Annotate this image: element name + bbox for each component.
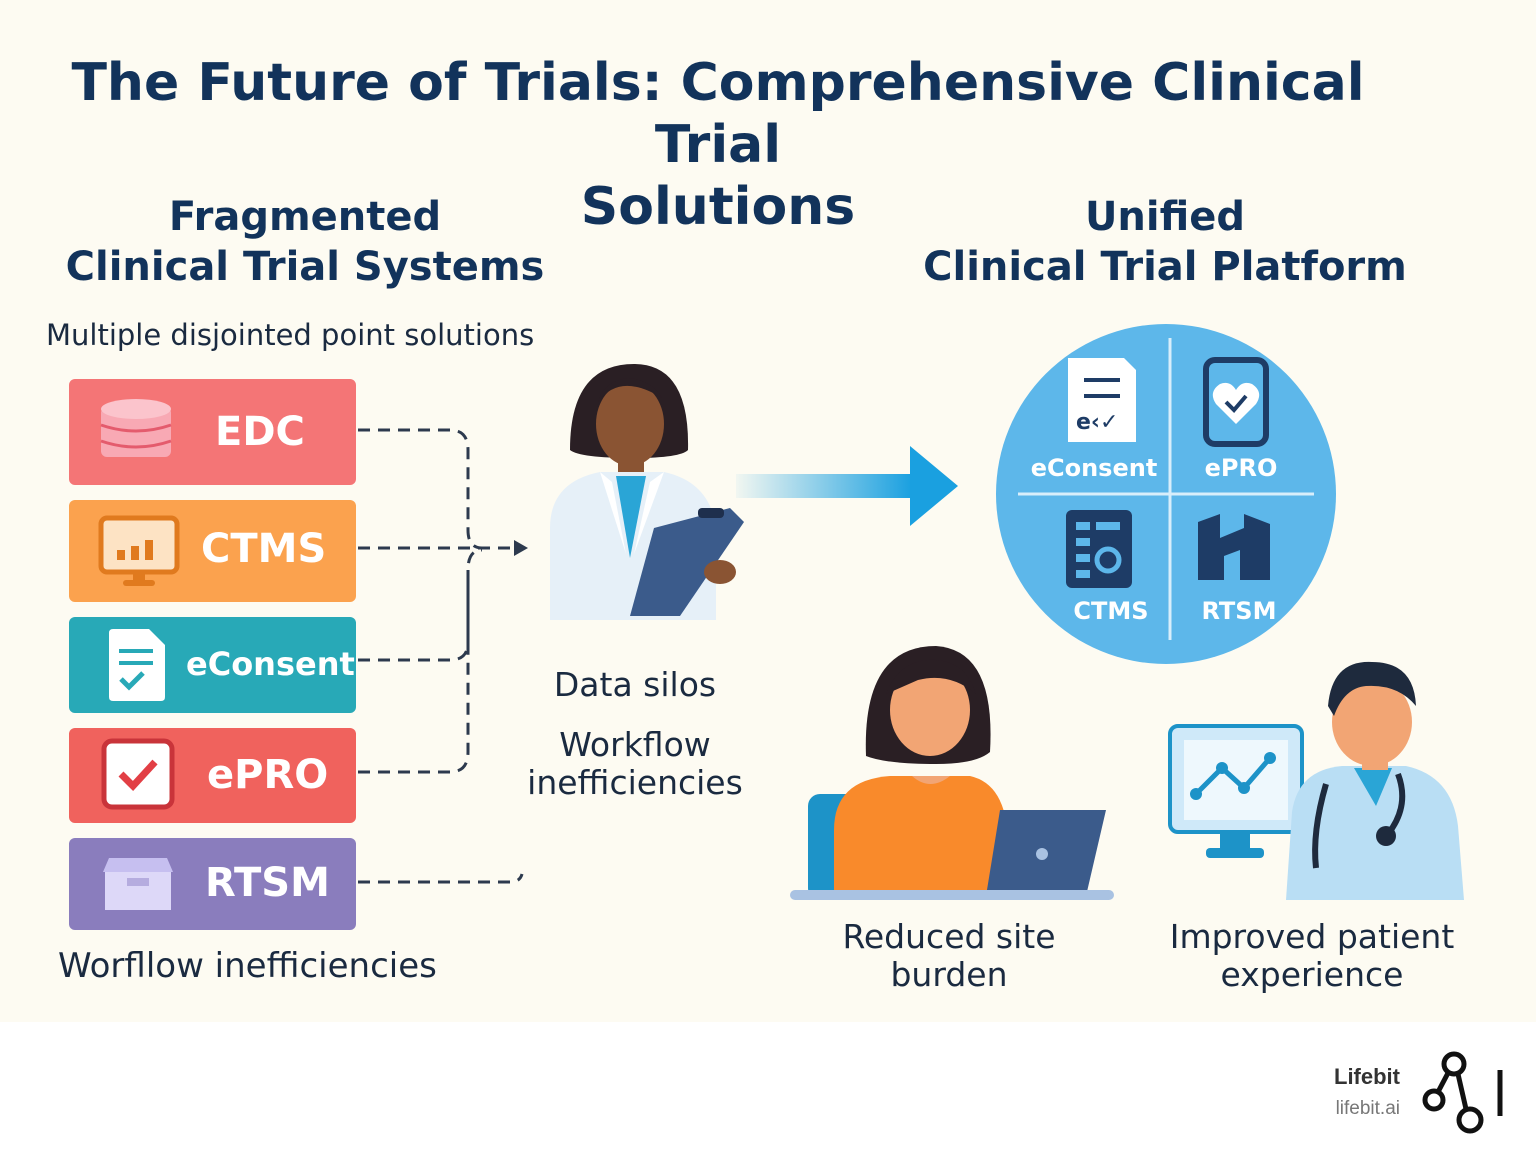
fragmented-heading-line-2: Clinical Trial Systems — [65, 244, 545, 290]
database-icon — [100, 399, 172, 457]
benefit-2-line-1: Improved patient — [1169, 917, 1455, 956]
system-label-ctms: CTMS — [201, 526, 327, 572]
system-box-edc: EDC — [69, 379, 356, 485]
system-box-rtsm: RTSM — [69, 838, 356, 930]
connector-edc — [358, 428, 483, 550]
benefit-1-line-1: Reduced site — [842, 917, 1056, 956]
ctms-panel-icon — [1066, 510, 1132, 588]
connector-arrowhead — [514, 540, 528, 556]
doctor-monitor-illustration — [1168, 661, 1464, 900]
system-label-rtsm: RTSM — [205, 860, 330, 906]
quadrant-label-epro: ePRO — [1204, 454, 1278, 482]
system-box-ctms: CTMS — [69, 500, 356, 602]
fragmented-subtitle: Multiple disjointed point solutions — [46, 318, 535, 352]
quadrant-label-rtsm: RTSM — [1201, 597, 1277, 625]
brand-block: Lifebit lifebit.ai — [1334, 1064, 1400, 1120]
caption-workflow-inefficiencies: Workflow inefficiencies — [505, 726, 765, 802]
system-label-econsent: eConsent — [186, 645, 355, 683]
epro-phone-heart-icon — [1203, 357, 1269, 447]
monitor-chart-icon — [98, 515, 180, 586]
quadrant-label-ctms: CTMS — [1073, 597, 1149, 625]
brand-name: Lifebit — [1334, 1064, 1400, 1089]
system-label-epro: ePRO — [207, 752, 329, 798]
caption-workflow-line-2: inefficiencies — [527, 763, 743, 802]
system-label-edc: EDC — [215, 409, 305, 455]
title-line-2: Solutions — [580, 177, 856, 237]
fragmented-heading-line-1: Fragmented — [168, 194, 442, 240]
benefit-reduced-site-burden: Reduced site burden — [810, 918, 1088, 994]
caption-workflow-line-1: Workflow — [559, 725, 711, 764]
system-box-epro: ePRO — [69, 728, 356, 823]
connector-econsent — [358, 548, 483, 662]
system-box-econsent: eConsent — [69, 617, 356, 713]
connector-rtsm — [358, 873, 524, 884]
fragmented-heading: Fragmented Clinical Trial Systems — [60, 192, 550, 292]
econsent-icon-text: e‹✓ — [1076, 410, 1119, 435]
brand-url: lifebit.ai — [1335, 1098, 1400, 1119]
quadrant-label-econsent: eConsent — [1030, 454, 1158, 482]
infographic-canvas: The Future of Trials: Comprehensive Clin… — [0, 0, 1536, 1022]
unified-heading: Unified Clinical Trial Platform — [920, 192, 1410, 292]
caption-data-silos: Data silos — [553, 665, 717, 704]
lifebit-logo-icon — [1422, 1051, 1503, 1134]
box-icon — [103, 858, 173, 910]
doctor-clipboard-illustration — [550, 364, 744, 620]
unified-heading-line-2: Clinical Trial Platform — [923, 244, 1407, 290]
dashed-connectors — [358, 428, 528, 884]
unified-platform-circle — [996, 324, 1336, 664]
fragmented-footer: Worfllow inefficiencies — [58, 946, 437, 986]
benefit-2-line-2: experience — [1220, 955, 1404, 994]
benefit-1-line-2: burden — [890, 955, 1008, 994]
transition-arrow — [736, 446, 958, 526]
page-title: The Future of Trials: Comprehensive Clin… — [40, 52, 1396, 238]
title-line-1: The Future of Trials: Comprehensive Clin… — [71, 53, 1365, 175]
benefit-improved-patient-experience: Improved patient experience — [1150, 918, 1474, 994]
checkbox-icon — [101, 738, 175, 810]
connector-epro — [358, 570, 470, 774]
woman-laptop-illustration — [790, 646, 1114, 900]
document-check-icon — [109, 629, 165, 701]
rtsm-box-icon — [1198, 514, 1270, 580]
econsent-quadrant-icon — [1068, 358, 1136, 442]
unified-heading-line-1: Unified — [1084, 194, 1246, 240]
